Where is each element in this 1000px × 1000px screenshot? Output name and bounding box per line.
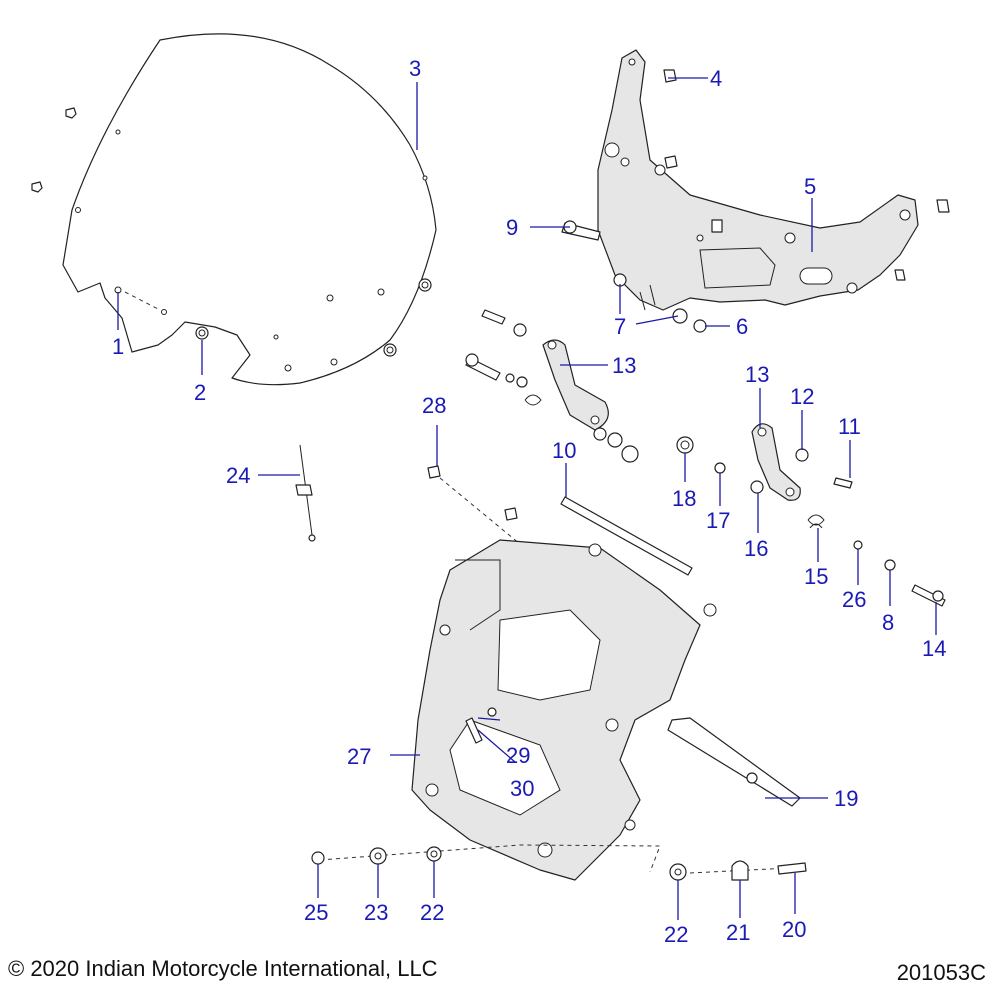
callout-13b: 13 xyxy=(745,362,769,387)
callout-14: 14 xyxy=(922,636,946,661)
callout-4: 4 xyxy=(710,66,722,91)
callout-17: 17 xyxy=(706,508,730,533)
right-pivot-arm-part xyxy=(676,423,946,607)
pivot-rod-part xyxy=(560,496,693,576)
callout-3: 3 xyxy=(409,56,421,81)
callout-15: 15 xyxy=(804,564,828,589)
callout-10: 10 xyxy=(552,438,576,463)
callout-20: 20 xyxy=(782,917,806,942)
callout-30: 30 xyxy=(510,776,534,801)
left-pivot-arm-part xyxy=(465,309,639,463)
callout-29: 29 xyxy=(506,743,530,768)
callout-7: 7 xyxy=(614,314,626,339)
callout-21: 21 xyxy=(726,920,750,945)
cable-part xyxy=(295,444,316,542)
slotted-bracket-part xyxy=(667,717,801,807)
callout-12: 12 xyxy=(790,384,814,409)
callout-22a: 22 xyxy=(420,900,444,925)
callout-19: 19 xyxy=(834,786,858,811)
callout-13a: 13 xyxy=(612,353,636,378)
upper-fasteners xyxy=(561,220,707,333)
callout-28: 28 xyxy=(422,393,446,418)
callout-16: 16 xyxy=(744,536,768,561)
upper-bracket-part xyxy=(597,49,950,311)
callout-25: 25 xyxy=(304,900,328,925)
callout-2: 2 xyxy=(194,380,206,405)
copyright-notice: © 2020 Indian Motorcycle International, … xyxy=(8,956,438,981)
callout-6: 6 xyxy=(736,314,748,339)
leader-lines xyxy=(117,77,937,920)
callout-1: 1 xyxy=(112,334,124,359)
callout-5: 5 xyxy=(804,174,816,199)
callout-8: 8 xyxy=(882,610,894,635)
windshield-fasteners xyxy=(31,107,432,357)
windshield-part xyxy=(62,33,437,386)
callout-24: 24 xyxy=(226,463,250,488)
callout-27: 27 xyxy=(347,744,371,769)
figure-id: 201053C xyxy=(896,960,986,985)
callout-22b: 22 xyxy=(664,922,688,947)
callout-23: 23 xyxy=(364,900,388,925)
callout-26: 26 xyxy=(842,587,866,612)
bolt-28-part xyxy=(427,465,601,611)
callout-labels: 1 2 3 4 5 6 7 8 9 10 11 12 13 13 14 15 1… xyxy=(112,56,946,947)
main-frame-part xyxy=(411,539,717,881)
callout-18: 18 xyxy=(672,486,696,511)
callout-11: 11 xyxy=(838,414,861,439)
callout-9: 9 xyxy=(506,215,518,240)
